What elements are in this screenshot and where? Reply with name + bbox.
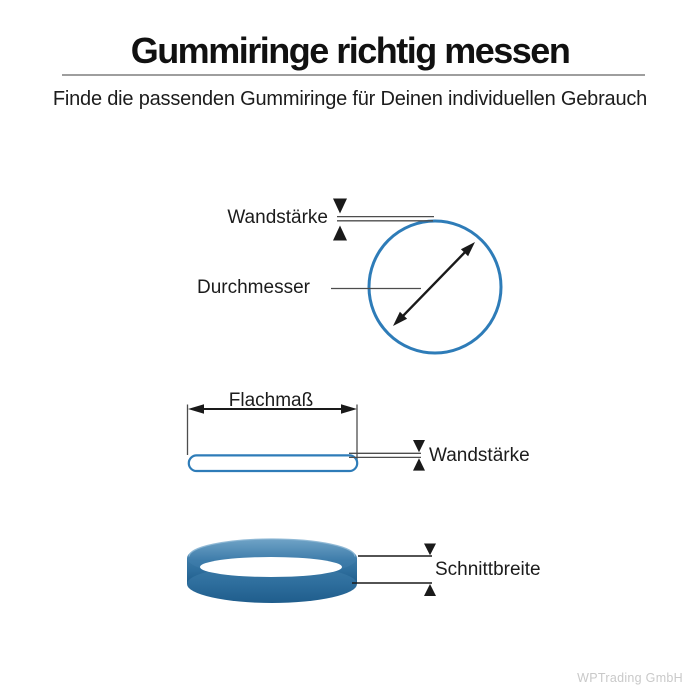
subtitle: Finde die passenden Gummiringe für Deine… [52, 88, 648, 110]
diameter-arrowhead-lower-icon [393, 311, 408, 326]
arrow-up-icon [333, 225, 347, 241]
ring-3d-diagram [187, 538, 436, 603]
diameter-arrow-shaft [400, 249, 468, 319]
ring-circle-diagram [331, 198, 503, 355]
arrow-down-icon [413, 440, 425, 453]
title-divider [62, 74, 645, 76]
label-diameter: Durchmesser [197, 277, 310, 298]
label-wall-thickness-band: Wandstärke [429, 445, 530, 466]
arrow-left-icon [188, 404, 204, 414]
arrow-up-icon [424, 584, 436, 596]
ring-3d-hole [200, 557, 342, 577]
flat-band-diagram [186, 404, 425, 473]
label-flat-width: Flachmaß [228, 390, 314, 411]
flat-band-shape [187, 454, 359, 473]
ring-3d-highlight [188, 538, 356, 557]
page-title: Gummiringe richtig messen [130, 30, 571, 71]
arrow-down-icon [424, 543, 436, 556]
label-wall-thickness-top: Wandstärke [227, 207, 328, 228]
arrow-up-icon [413, 458, 425, 471]
label-cut-width: Schnittbreite [435, 559, 541, 580]
ring-outline-circle [367, 219, 503, 355]
arrow-right-icon [341, 404, 357, 414]
watermark: WPTrading GmbH [577, 671, 683, 685]
diameter-arrowhead-upper-icon [460, 242, 475, 257]
arrow-down-icon [333, 198, 347, 214]
